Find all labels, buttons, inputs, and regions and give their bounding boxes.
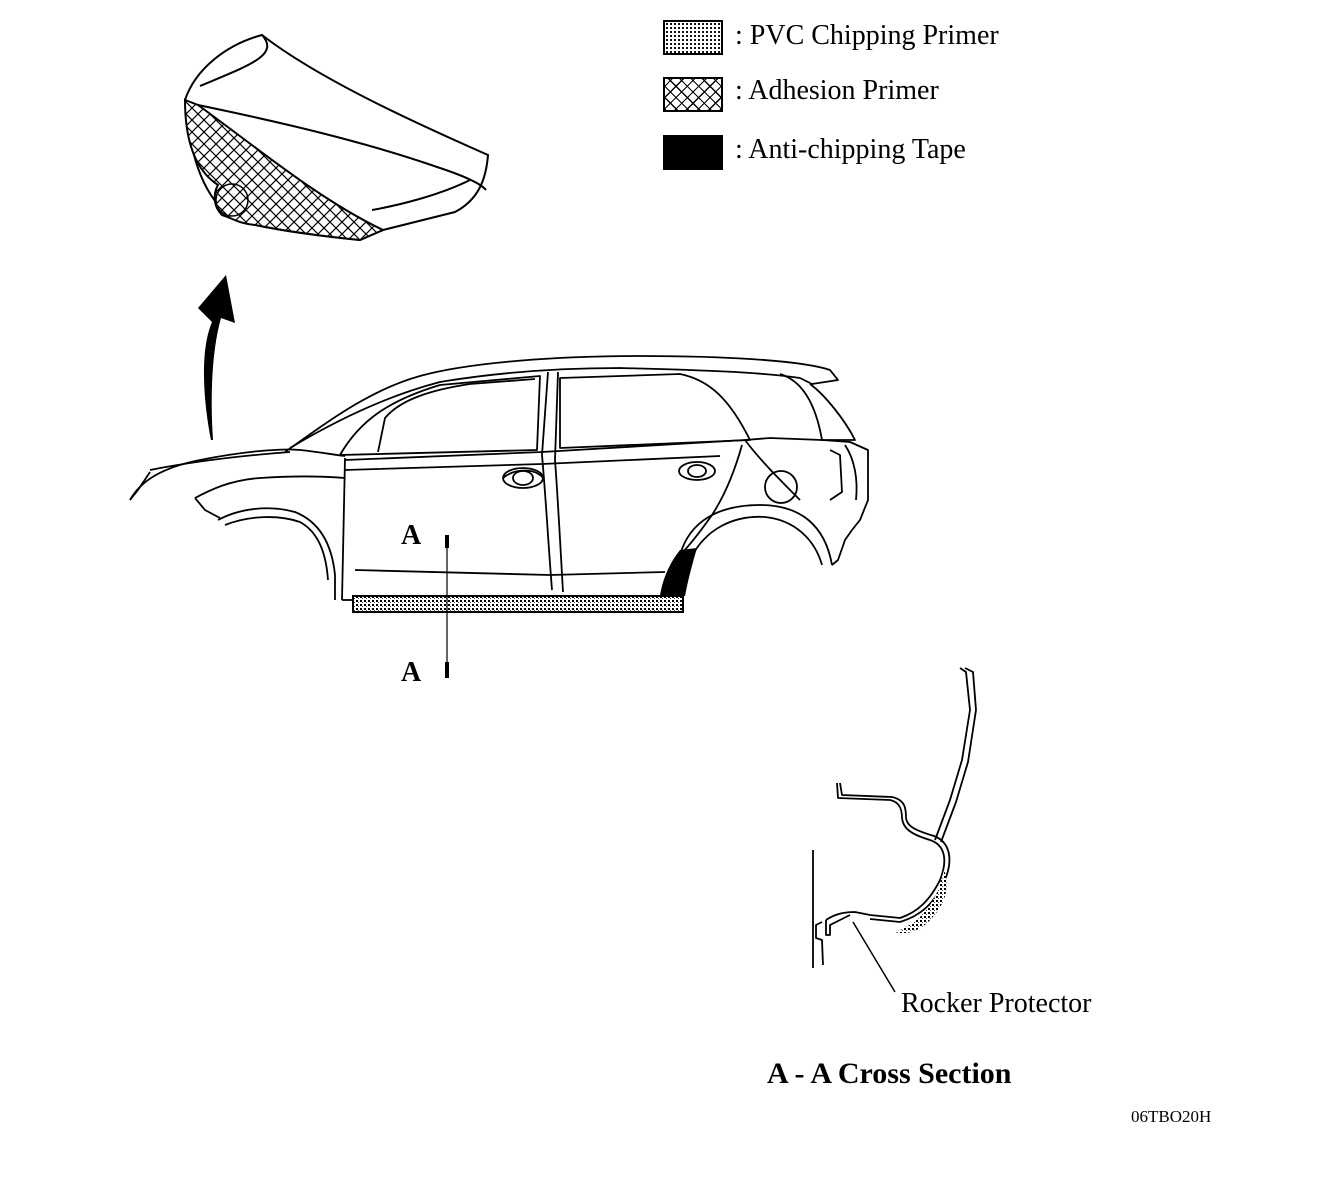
lift-arrow [198,275,235,440]
cross-section-drawing [812,667,977,993]
section-mark-top: A [401,520,422,551]
rocker-protector-coating [895,870,947,934]
legend-swatch-tape [663,135,723,170]
vehicle-side-view [129,355,869,601]
rocker-protector-label: Rocker Protector [901,988,1092,1019]
legend-label-adhesion: : Adhesion Primer [735,75,939,106]
legend-swatch-pvc [663,20,723,55]
hood-adhesion-primer-area [183,98,386,242]
hood-illustration [183,33,490,242]
legend-swatch-adhesion [663,77,723,112]
section-mark-bottom: A [401,657,422,688]
cross-section-title: A - A Cross Section [767,1057,1012,1090]
rocker-pvc-primer-strip [352,595,684,613]
legend-label-tape: : Anti-chipping Tape [735,134,966,165]
anti-chipping-tape-area [660,548,697,596]
legend-label-pvc: : PVC Chipping Primer [735,20,999,51]
figure-code: 06TBO20H [1131,1107,1212,1126]
